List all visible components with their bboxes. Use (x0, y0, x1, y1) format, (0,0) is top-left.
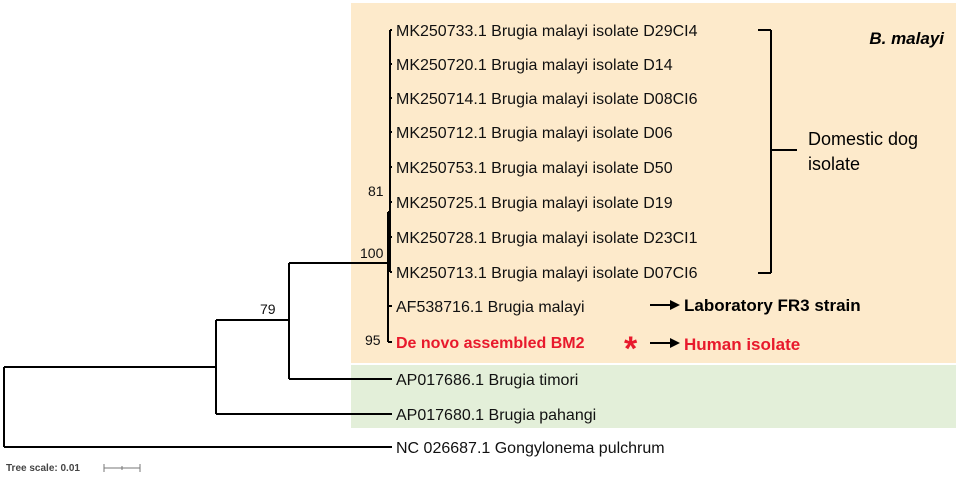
asterisk-icon: * (624, 330, 638, 368)
domestic-dog-label-line1: Domestic dog (808, 129, 918, 149)
leaf-label: MK250725.1 Brugia malayi isolate D19 (396, 195, 673, 212)
domestic-dog-bracket (758, 29, 797, 274)
human-isolate-label: Human isolate (684, 335, 800, 354)
malayi-clade-box (351, 3, 956, 363)
leaf-label: AF538716.1 Brugia malayi (396, 299, 585, 316)
other-brugia-box (351, 365, 956, 428)
leaf-label: MK250720.1 Brugia malayi isolate D14 (396, 57, 673, 74)
bootstrap-100: 100 (360, 245, 384, 261)
leaf-label: MK250712.1 Brugia malayi isolate D06 (396, 125, 673, 142)
leaf-label: MK250714.1 Brugia malayi isolate D08CI6 (396, 91, 698, 108)
arrow-icon (650, 338, 680, 348)
leaf-label: MK250753.1 Brugia malayi isolate D50 (396, 160, 673, 177)
leaf-label: AP017686.1 Brugia timori (396, 372, 578, 389)
bootstrap-79: 79 (260, 301, 276, 317)
bootstrap-95: 95 (365, 332, 381, 348)
bootstrap-81: 81 (368, 183, 384, 199)
clade-title: B. malayi (869, 29, 945, 48)
leaf-label: MK250713.1 Brugia malayi isolate D07CI6 (396, 265, 698, 282)
bm2-leaf-label: De novo assembled BM2 (396, 335, 585, 352)
scale-bar (103, 464, 141, 472)
leaf-label: MK250728.1 Brugia malayi isolate D23CI1 (396, 230, 698, 247)
arrow-icon (650, 300, 680, 310)
domestic-dog-label-line2: isolate (808, 154, 860, 174)
lab-strain-label: Laboratory FR3 strain (684, 296, 861, 315)
leaf-labels: MK250733.1 Brugia malayi isolate D29CI4 … (396, 23, 698, 457)
leaf-label: MK250733.1 Brugia malayi isolate D29CI4 (396, 23, 698, 40)
tree-branches (3, 29, 392, 448)
leaf-label: NC 026687.1 Gongylonema pulchrum (396, 440, 665, 457)
tree-scale-label: Tree scale: 0.01 (6, 463, 80, 474)
leaf-label: AP017680.1 Brugia pahangi (396, 407, 596, 424)
